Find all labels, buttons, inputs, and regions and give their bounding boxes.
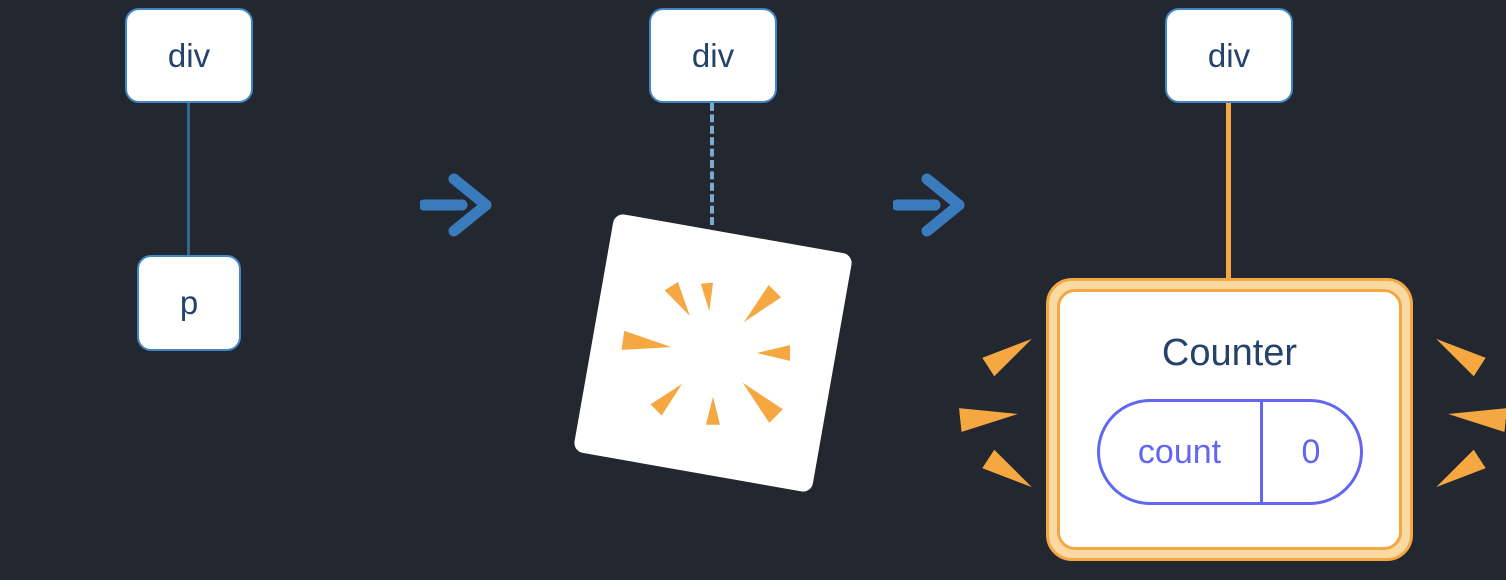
sparkle-icon (1447, 402, 1506, 432)
component-title: Counter (1161, 332, 1298, 374)
arrow-right-icon (420, 173, 492, 237)
sparkle-icon (982, 450, 1038, 497)
node-label: div (1207, 36, 1251, 74)
node-label: div (167, 36, 211, 74)
state-pill-divider (1259, 402, 1263, 502)
dom-node-div-before: div (125, 8, 253, 103)
tree-edge-dashed (710, 103, 714, 225)
node-label: p (179, 284, 199, 321)
tree-edge-highlight (1226, 103, 1231, 283)
sparkle-icon (959, 402, 1019, 432)
poof-card (572, 212, 854, 494)
tree-edge-solid (187, 103, 190, 256)
state-key: count (1137, 432, 1222, 471)
burst-icon (621, 282, 790, 425)
node-label: div (691, 36, 735, 74)
arrow-right-icon (893, 173, 965, 237)
dom-node-div-removing: div (649, 8, 777, 103)
sparkle-icon (1430, 450, 1486, 497)
dom-node-p: p (137, 255, 241, 351)
counter-component-card: Counter count 0 (1046, 278, 1413, 561)
sparkle-icon (982, 330, 1038, 377)
sparkle-icon (1430, 330, 1486, 377)
counter-component-panel: Counter count 0 (1057, 289, 1402, 550)
state-value: 0 (1301, 432, 1321, 471)
dom-node-div-after: div (1165, 8, 1293, 103)
state-pill: count 0 (1096, 399, 1363, 505)
